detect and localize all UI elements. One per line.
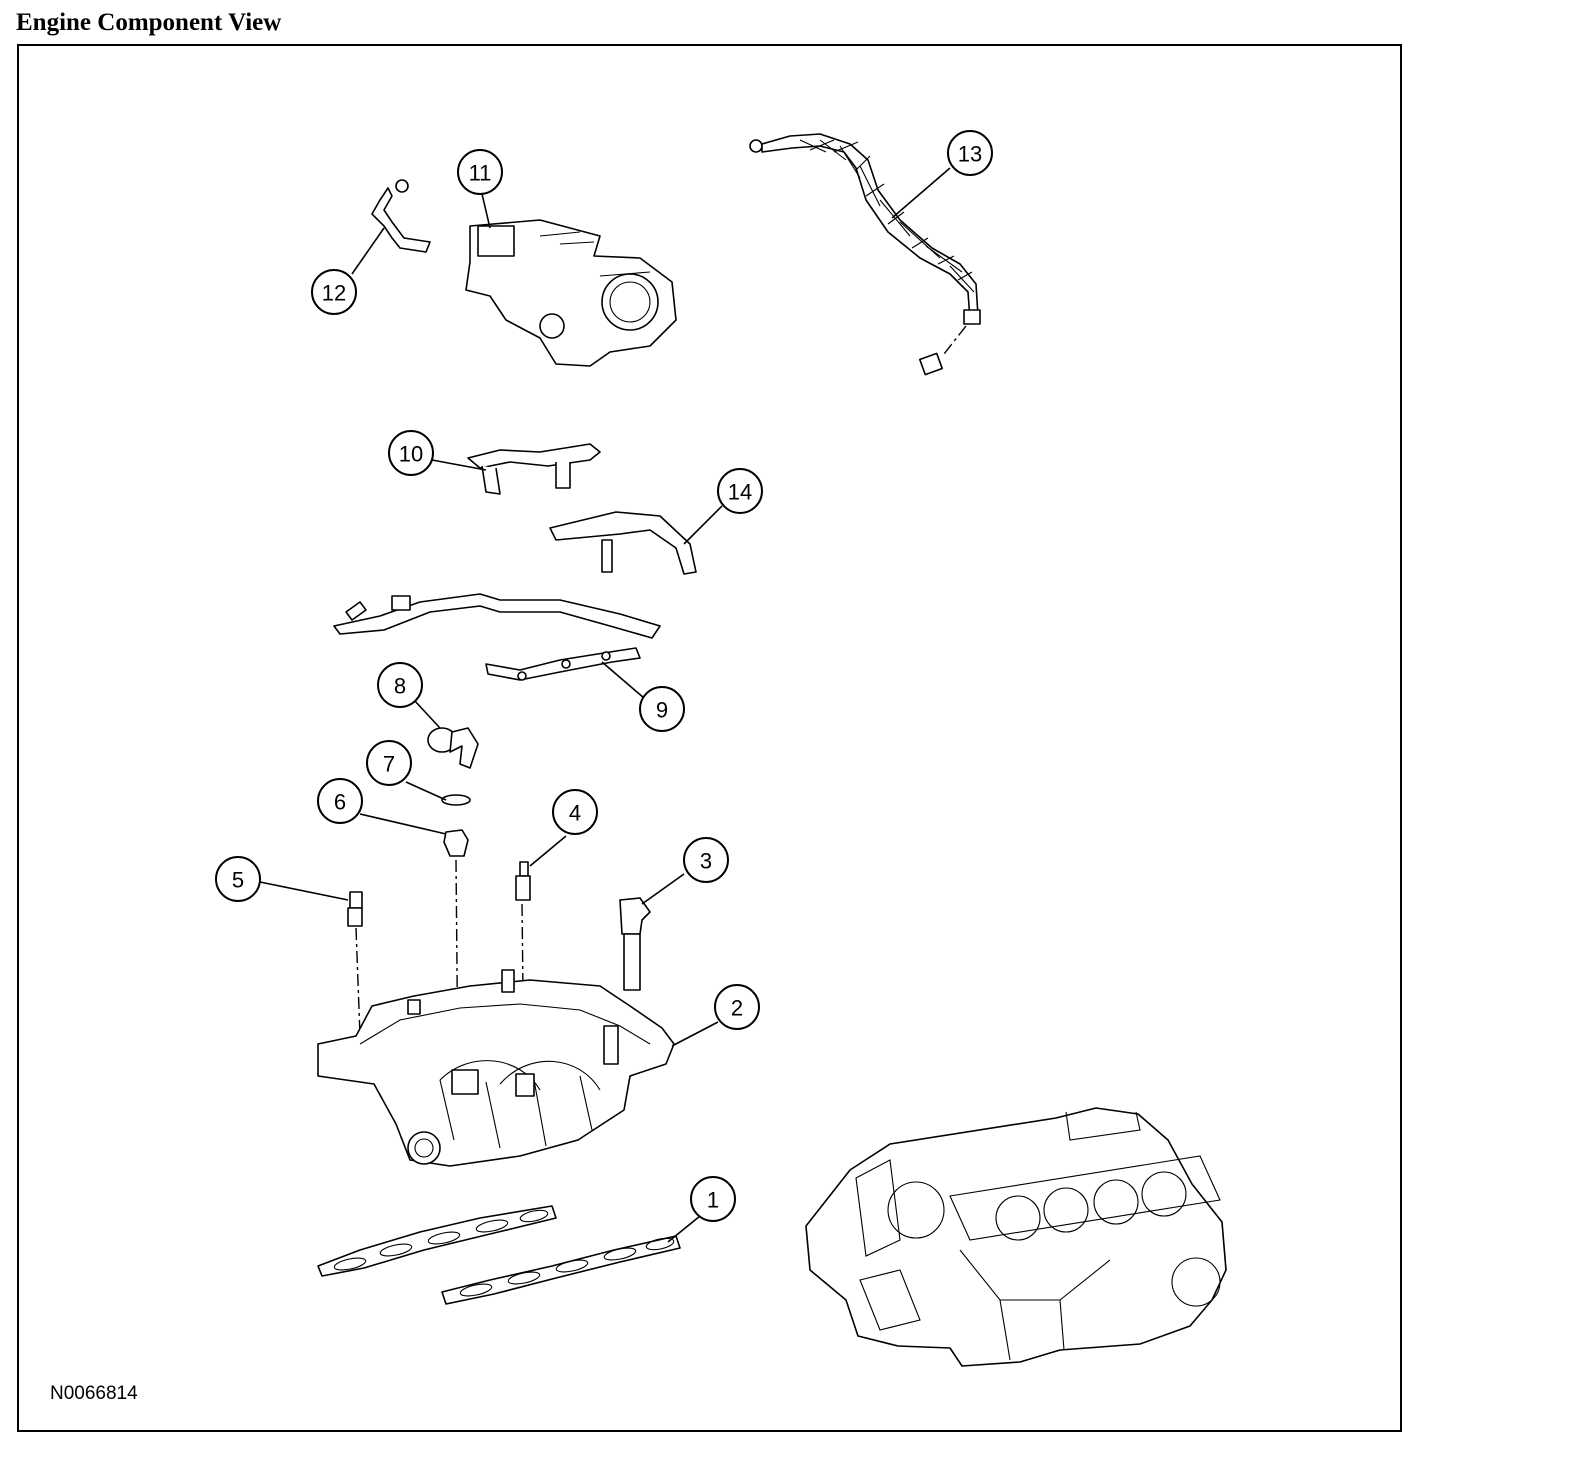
bracket-part bbox=[467, 443, 601, 495]
svg-text:2: 2 bbox=[731, 996, 743, 1021]
callout-8: 8 bbox=[377, 662, 423, 708]
callout-13: 13 bbox=[947, 130, 993, 176]
coil-part bbox=[619, 897, 651, 991]
callout-1: 1 bbox=[690, 1176, 736, 1222]
figure-id: N0066814 bbox=[50, 1383, 138, 1404]
callout-10: 10 bbox=[388, 430, 434, 476]
callout-3: 3 bbox=[683, 837, 729, 883]
intake-gaskets-part bbox=[317, 1205, 681, 1305]
svg-text:8: 8 bbox=[394, 674, 406, 699]
pcv-hose-part bbox=[371, 179, 431, 253]
diagram-frame bbox=[17, 44, 1402, 1432]
callout-14: 14 bbox=[717, 468, 763, 514]
callout-4: 4 bbox=[552, 789, 598, 835]
thermostat-part bbox=[443, 829, 469, 1077]
o-ring-part bbox=[441, 794, 471, 806]
callout-7: 7 bbox=[366, 740, 412, 786]
svg-text:10: 10 bbox=[399, 442, 423, 467]
callout-6: 6 bbox=[317, 778, 363, 824]
svg-text:11: 11 bbox=[469, 161, 492, 186]
bracket-part-14 bbox=[549, 511, 697, 575]
svg-text:7: 7 bbox=[383, 752, 395, 777]
svg-text:3: 3 bbox=[700, 849, 712, 874]
svg-text:13: 13 bbox=[958, 142, 982, 167]
leader-lines bbox=[259, 167, 951, 1243]
water-outlet-part bbox=[427, 727, 479, 769]
throttle-body-part bbox=[465, 219, 677, 367]
engine-block-part bbox=[805, 1107, 1227, 1367]
svg-text:9: 9 bbox=[656, 698, 668, 723]
callout-9: 9 bbox=[639, 686, 685, 732]
temperature-sensor-part bbox=[347, 891, 363, 1037]
fuel-rail-part bbox=[333, 593, 661, 681]
svg-text:1: 1 bbox=[707, 1188, 719, 1213]
callout-2: 2 bbox=[714, 984, 760, 1030]
svg-text:5: 5 bbox=[232, 868, 244, 893]
intake-manifold-part bbox=[317, 969, 675, 1167]
svg-text:14: 14 bbox=[728, 480, 752, 505]
callout-12: 12 bbox=[311, 269, 357, 315]
callout-11: 11 bbox=[457, 149, 503, 195]
svg-text:12: 12 bbox=[322, 281, 346, 306]
page-title: Engine Component View bbox=[16, 9, 282, 36]
svg-text:6: 6 bbox=[334, 790, 346, 815]
callout-5: 5 bbox=[215, 856, 261, 902]
svg-text:4: 4 bbox=[569, 801, 581, 826]
braided-hose-part bbox=[749, 133, 981, 376]
